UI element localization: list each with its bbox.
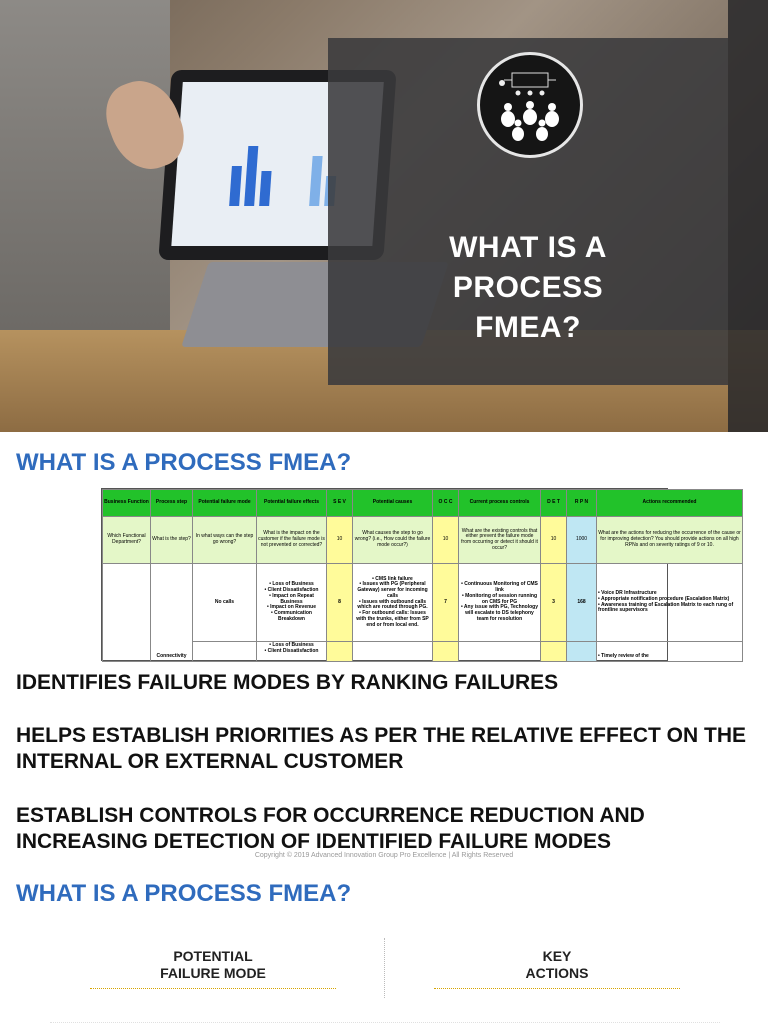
header-cell: S E V (326, 489, 353, 517)
table-cell: • CMS link failure • Issues with PG (Per… (352, 563, 433, 642)
table-cell: What causes the step to go wrong? (i.e.,… (352, 516, 433, 564)
table-cell: In what ways can the step go wrong? (192, 516, 257, 564)
process-team-icon (477, 52, 583, 158)
hero-title-text: WHAT IS A PROCESS FMEA? (449, 231, 607, 344)
card-label-line: ACTIONS (525, 965, 589, 981)
card-label-line: POTENTIAL (173, 948, 253, 964)
header-cell: O C C (432, 489, 459, 517)
table-row: Connectivity No calls • Loss of Business… (102, 563, 743, 662)
table-cell: • Loss of Business • Client Dissatisfact… (256, 641, 327, 662)
header-cell: R P N (566, 489, 597, 517)
header-cell: Current process controls (458, 489, 541, 517)
bullet-point-1: IDENTIFIES FAILURE MODES BY RANKING FAIL… (16, 671, 559, 694)
table-cell: What are the actions for reducing the oc… (596, 516, 743, 564)
table-cell: • Loss of Business • Client Dissatisfact… (256, 563, 327, 642)
table-cell: 10 (326, 516, 353, 564)
table-cell: 10 (540, 516, 567, 564)
header-cell: D E T (540, 489, 567, 517)
divider (90, 988, 336, 989)
divider (50, 1022, 720, 1023)
table-row: • Loss of Business • Client Dissatisfact… (103, 641, 743, 662)
table-cell: What is the step? (150, 516, 193, 564)
table-cell: 7 (432, 563, 459, 642)
divider (384, 938, 385, 998)
table-cell: 1000 (566, 516, 597, 564)
card-label-failure-mode: POTENTIAL FAILURE MODE (88, 948, 338, 982)
copyright-notice: Copyright © 2019 Advanced Innovation Gro… (254, 852, 514, 859)
table-cell: 8 (326, 563, 353, 642)
table-cell: Connectivity (150, 563, 193, 662)
card-label-line: KEY (542, 948, 572, 964)
table-cell: What is the impact on the customer if th… (256, 516, 327, 564)
section-title-1: WHAT IS A PROCESS FMEA? (16, 449, 352, 476)
section-title-2: WHAT IS A PROCESS FMEA? (16, 880, 352, 907)
header-cell: Business Function (102, 489, 151, 517)
header-cell: Potential failure mode (192, 489, 257, 517)
overlay-edge (728, 0, 768, 432)
table-cell: 3 (540, 563, 567, 642)
table-cell: • Timely review of the (596, 641, 743, 662)
table-cell: • Continuous Monitoring of CMS link • Mo… (458, 563, 541, 642)
header-cell: Process step (150, 489, 193, 517)
table-cell: • Voice DR Infrastructure • Appropriate … (596, 563, 743, 642)
hero-title: WHAT IS A PROCESS FMEA? (328, 228, 728, 348)
bullet-point-2: HELPS ESTABLISH PRIORITIES AS PER THE RE… (16, 724, 747, 773)
table-cell: Which Functional Department? (102, 516, 151, 564)
table-cell: No calls (192, 563, 257, 642)
header-cell: Actions recommended (596, 489, 743, 517)
card-label-line: FAILURE MODE (160, 965, 266, 981)
table-row: Which Functional Department? What is the… (102, 516, 743, 564)
header-cell: Potential failure effects (256, 489, 327, 517)
table-cell: What are the existing controls that eith… (458, 516, 541, 564)
fmea-table-image: Business Function Process step Potential… (101, 488, 743, 662)
header-cell: Potential causes (352, 489, 433, 517)
divider (434, 988, 680, 989)
table-cell: 10 (432, 516, 459, 564)
card-label-key-actions: KEY ACTIONS (432, 948, 682, 982)
table-header-row: Business Function Process step Potential… (102, 489, 743, 517)
table-cell: 168 (566, 563, 597, 642)
bullet-point-3: ESTABLISH CONTROLS FOR OCCURRENCE REDUCT… (16, 804, 645, 853)
